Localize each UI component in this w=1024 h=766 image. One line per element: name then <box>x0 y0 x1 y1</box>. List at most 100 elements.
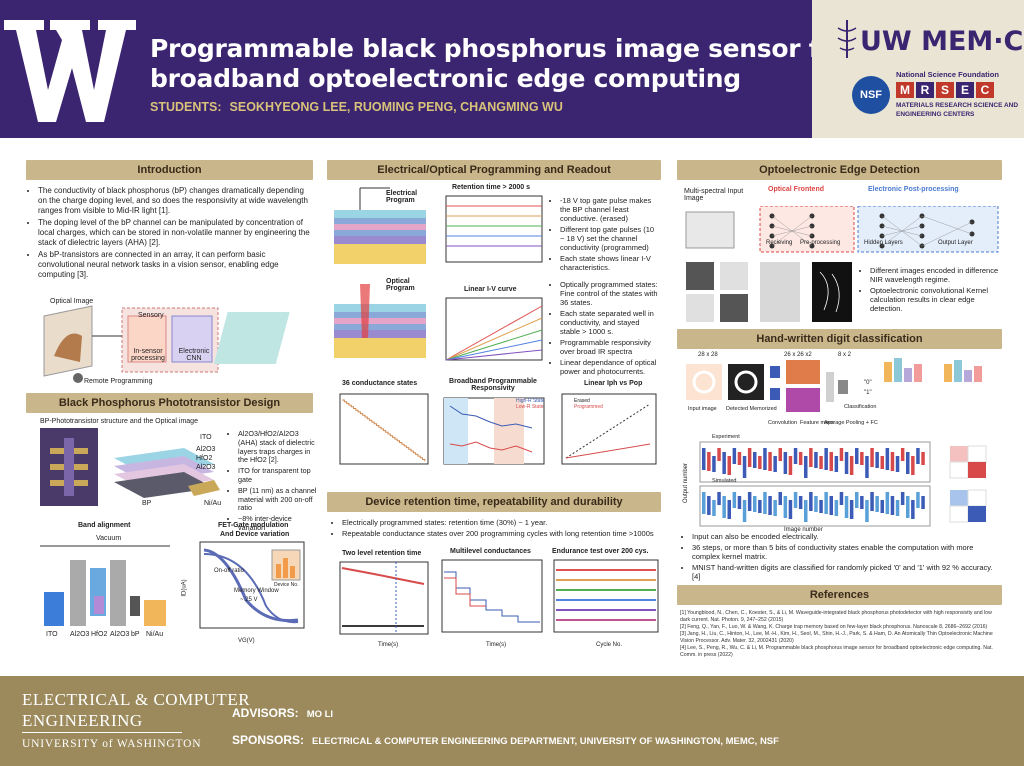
digit-sim-bar <box>814 496 818 512</box>
plot2-xlabel: Time(s) <box>486 642 507 648</box>
linear-iv-plot <box>445 297 543 361</box>
edge-bullet: Different images encoded in difference N… <box>870 266 1000 284</box>
fet-xlabel: VG(V) <box>238 638 255 644</box>
digit-output-bar <box>712 456 716 472</box>
digit-sim-bar <box>788 500 793 519</box>
prog-bullet: Each state separated well in conductivit… <box>560 309 660 336</box>
digit-output-bar <box>804 456 808 478</box>
two-level-plot <box>339 561 429 635</box>
fig-label-remote: Remote Programming <box>84 378 153 385</box>
edge-heading: Optoelectronic Edge Detection <box>677 160 1002 180</box>
digit-output-bar <box>793 448 798 464</box>
intro-text: The conductivity of black phosphorus (bP… <box>26 186 313 282</box>
fet-title1: FET-Gate modulation <box>218 522 289 529</box>
students-line: STUDENTS:SEOKHYEONG LEE, RUOMING PENG, C… <box>150 100 563 114</box>
optical-program-label: Optical Program <box>386 278 415 292</box>
multilevel-plot <box>441 559 543 633</box>
digit-output-bar <box>834 456 839 472</box>
retention-plot <box>445 195 543 263</box>
digit-sim-bar <box>707 496 711 515</box>
digit-sim-bar <box>793 492 798 508</box>
digit-output-bar <box>727 456 731 475</box>
digit-xlabel: Image number <box>784 527 823 533</box>
digit-sim-bar <box>804 500 808 522</box>
edge-network-diagram <box>685 206 999 253</box>
edge-input-label: Multi-spectral Input Image <box>684 188 744 202</box>
digit-sim-bar <box>860 496 864 509</box>
optical-program-device <box>334 284 426 358</box>
digit-sim-bar <box>722 496 726 518</box>
digit-label: Input image <box>688 406 717 412</box>
digit-sim-bar <box>758 500 762 513</box>
caduceus-icon <box>837 20 857 58</box>
mrsec-letter: E <box>956 82 974 98</box>
prog-bullets2: Optically programmed states: Fine contro… <box>548 280 660 378</box>
linear-legend-erased: Erased <box>574 398 590 404</box>
broad-title: Broadband Programmable Responsivity <box>449 378 537 392</box>
fet-mem-value: ~ 25 V <box>240 597 258 603</box>
mrsec-logo: M R S E C <box>896 82 994 98</box>
digit-output-bar <box>717 448 721 461</box>
digit-bullet: MNIST hand-written digits are classified… <box>692 563 1000 581</box>
linear-iph-plot <box>561 393 657 465</box>
digit-plot-sim: Simulated <box>712 478 737 484</box>
digit-sim-bar <box>900 492 905 505</box>
digit-output-bar <box>855 448 859 464</box>
digit-label: Convolution <box>768 420 798 426</box>
digit-output-bar <box>870 448 874 467</box>
ref-item: [4] Lee, S., Peng, R., Wu, C. & Li, M. P… <box>680 645 993 658</box>
students-label: STUDENTS: <box>150 100 222 114</box>
states-plot <box>339 393 429 465</box>
digit-output-bar <box>829 452 833 471</box>
digit-output-bar <box>758 456 762 469</box>
digit-label: Detected Memorized <box>726 406 777 412</box>
digit-sim-bar <box>737 496 742 509</box>
device-stack-3d <box>114 448 220 498</box>
digit-label: Classification <box>844 404 877 410</box>
band-label-al2o3: Al2O3 <box>70 631 90 638</box>
retention-bullets: Electrically programmed states: retentio… <box>330 518 660 540</box>
fet-hysteresis-plot <box>199 541 305 629</box>
digit-sim-bar <box>819 500 823 513</box>
digit-output-bar <box>722 452 726 474</box>
edge-stage: Pre-processing <box>800 240 841 246</box>
digit-output-bar <box>778 448 782 461</box>
digit-output-bar <box>768 452 772 471</box>
mrsec-line1: MATERIALS RESEARCH SCIENCE AND <box>896 102 1019 109</box>
confusion-matrices <box>949 445 987 523</box>
digit-label: 26 x 26 x2 <box>784 352 812 358</box>
linear-iph-title: Linear Iph vs Pop <box>584 380 643 387</box>
edge-bullet: Optoelectronic convolutional Kernel calc… <box>870 286 1000 313</box>
mrsec-letter: S <box>936 82 954 98</box>
electrical-program-device <box>334 187 426 264</box>
digit-output-bar <box>890 452 895 471</box>
digit-sim-bar <box>921 496 925 509</box>
digit-output-bar <box>885 448 890 470</box>
digit-output-1: "1" <box>864 390 872 396</box>
stack-label-niau: Ni/Au <box>204 500 222 507</box>
plot3-xlabel: Cycle No. <box>596 642 623 648</box>
retention-title: Retention time > 2000 s <box>452 184 531 191</box>
digit-output-bar <box>798 452 803 465</box>
digit-sim-bar <box>747 492 752 511</box>
bp-bullet: ITO for transparent top gate <box>238 466 318 485</box>
sponsors-label: SPONSORS: <box>232 733 305 747</box>
band-diagram <box>40 545 170 626</box>
digit-sim-bar <box>855 492 859 508</box>
intro-heading: Introduction <box>26 160 313 180</box>
poster-title-line1: Programmable black phosphorus image sens… <box>150 34 849 63</box>
prog-bullet: Programmable responsivity over broad IR … <box>560 338 660 356</box>
nsf-text: National Science Foundation <box>896 70 999 79</box>
digit-label: Feature maps <box>800 420 834 426</box>
intro-bullet: The doping level of the bP channel can b… <box>38 218 313 248</box>
digit-output-bar <box>773 456 777 472</box>
ref-item: [3] Jang, H., Liu, C., Hinton, H., Lee, … <box>680 631 993 644</box>
digit-output-bar <box>747 448 752 467</box>
fig-label-in-sensor: In-sensor processing <box>131 348 165 362</box>
refs-heading: References <box>677 585 1002 605</box>
digit-sim-bar <box>844 496 849 518</box>
digit-output-0: "0" <box>864 380 872 386</box>
ref-item: [2] Feng, Q., Yan, F., Luo, W. & Wang, K… <box>680 624 988 630</box>
digit-output-bar <box>916 448 920 464</box>
digit-sim-bar <box>865 500 869 522</box>
